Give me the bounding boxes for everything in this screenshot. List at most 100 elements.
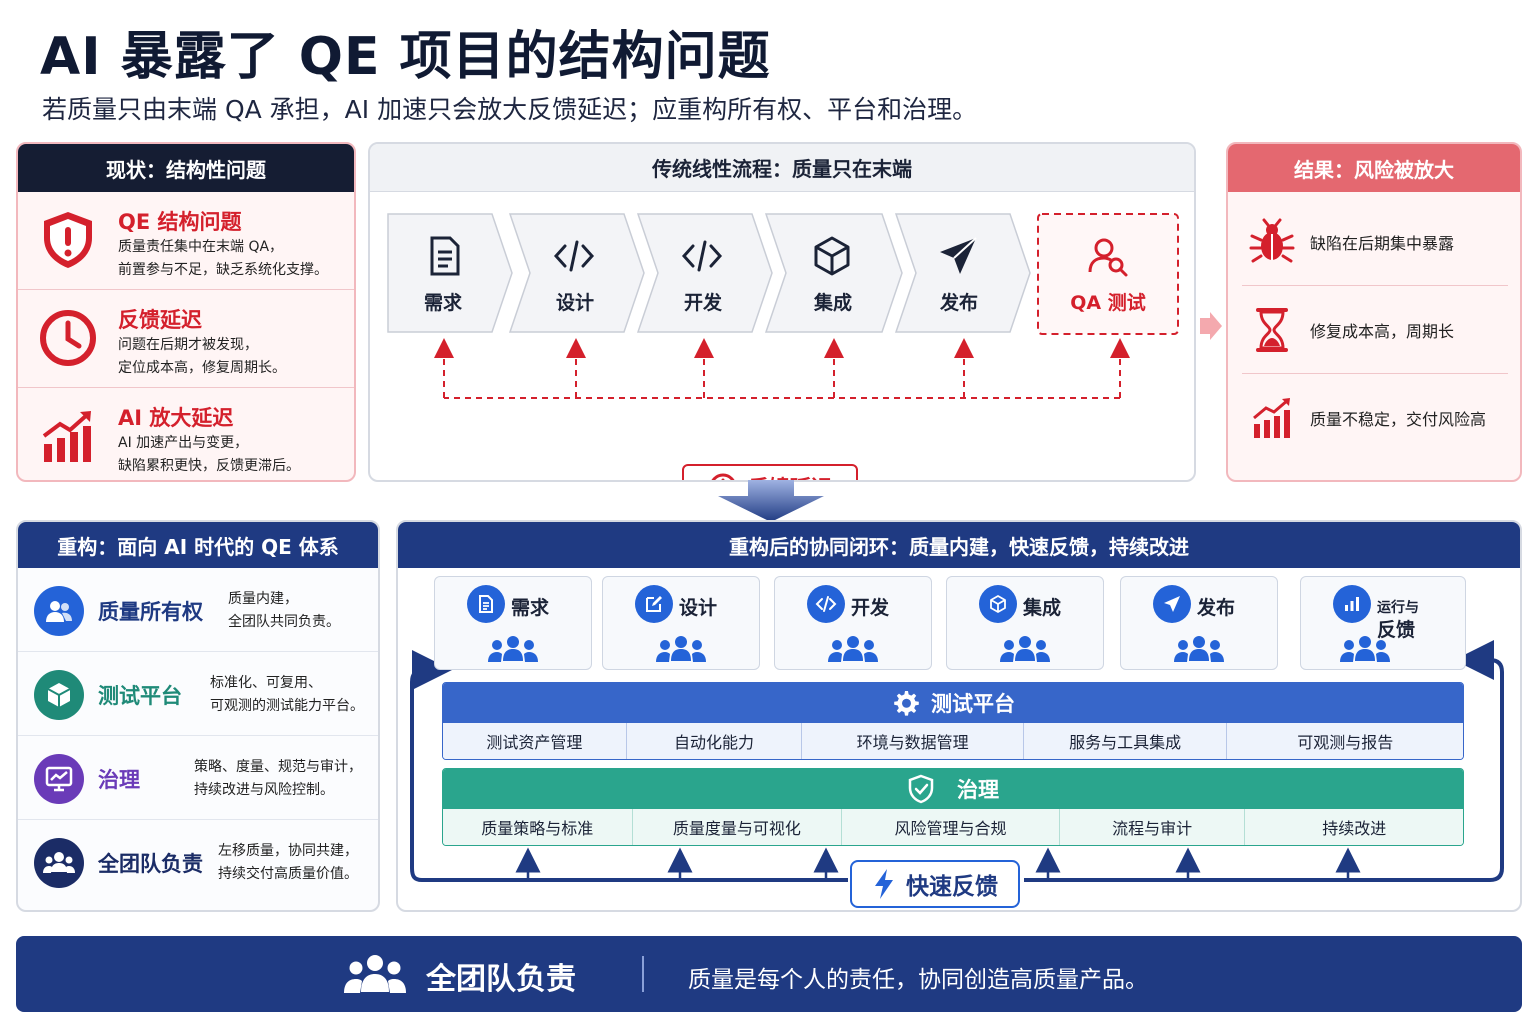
loop-stage: 开发 <box>774 576 932 670</box>
pillar-name: 全团队负责 <box>98 852 203 876</box>
monitor-chart-icon <box>34 754 84 804</box>
loop-arrows <box>410 640 1504 882</box>
gear-icon <box>894 691 919 716</box>
status-panel: 现状：结构性问题 QE 结构问题 质量责任集中在末端 QA， 前置参与不足，缺乏… <box>16 142 356 482</box>
flow-diagram <box>387 213 1179 399</box>
team-icon <box>656 636 706 662</box>
pillar-item: 治理 策略、度量、规范与审计， 持续改进与风险控制。 <box>18 738 378 820</box>
team-icon <box>828 636 878 662</box>
document-icon <box>467 585 505 623</box>
status-panel-heading: 现状：结构性问题 <box>18 144 354 192</box>
pink-arrow-icon <box>1200 312 1222 340</box>
user-search-icon <box>1088 238 1128 277</box>
pillar-item: 全团队负责 左移质量，协同共建， 持续交付高质量价值。 <box>18 822 378 908</box>
fast-feedback-badge: 快速反馈 <box>850 860 1020 908</box>
loop-panel: 重构后的协同闭环：质量内建，快速反馈，持续改进 需求 设计 <box>396 520 1522 912</box>
feedback-delay-label: 反馈延迟 <box>748 472 832 480</box>
loop-panel-heading: 重构后的协同闭环：质量内建，快速反馈，持续改进 <box>398 522 1520 568</box>
rebuild-panel: 重构：面向 AI 时代的 QE 体系 质量所有权 质量内建， 全团队共同负责。 … <box>16 520 380 912</box>
loop-stage-label: 发布 <box>1197 597 1236 619</box>
problem-item: QE 结构问题 质量责任集中在末端 QA， 前置参与不足，缺乏系统化支撑。 <box>18 192 354 290</box>
flow-step-label: 集成 <box>813 292 852 314</box>
team-icon <box>488 636 538 662</box>
footer-divider <box>642 956 644 992</box>
team-icon <box>1174 636 1224 662</box>
hourglass-icon <box>1256 308 1288 352</box>
qa-step-shape <box>1037 213 1179 335</box>
loop-stage: 运行与 反馈 <box>1300 576 1466 670</box>
result-item: 质量不稳定，交付风险高 <box>1242 374 1508 462</box>
loop-stage-label: 开发 <box>851 597 890 619</box>
linear-flow-panel: 传统线性流程：质量只在末端 <box>368 142 1196 482</box>
flow-step-shape <box>508 213 645 333</box>
pillar-description: 策略、度量、规范与审计， 持续改进与风险控制。 <box>194 759 362 798</box>
governance-cell: 流程与审计 <box>1060 809 1246 845</box>
problem-item: 反馈延迟 问题在后期才被发现， 定位成本高，修复周期长。 <box>18 290 354 388</box>
rebuild-panel-heading: 重构：面向 AI 时代的 QE 体系 <box>18 522 378 568</box>
flow-step-label: 需求 <box>423 292 462 314</box>
send-icon <box>940 237 977 274</box>
governance-cell: 风险管理与合规 <box>842 809 1060 845</box>
result-panel-heading: 结果：风险被放大 <box>1228 144 1520 192</box>
governance-cell: 持续改进 <box>1322 819 1387 838</box>
test-platform-band: 测试平台 测试资产管理 自动化能力 环境与数据管理 服务与工具集成 可观测与报告 <box>442 682 1464 760</box>
page-title: AI 暴露了 QE 项目的结构问题 <box>40 27 771 87</box>
loop-stage: 发布 <box>1120 576 1278 670</box>
test-platform-header: 测试平台 <box>443 683 1463 723</box>
pillar-name: 治理 <box>98 768 140 792</box>
loop-stage-label: 集成 <box>1023 597 1062 619</box>
team-icon <box>1000 636 1050 662</box>
code-icon <box>681 240 723 272</box>
clock-icon <box>40 310 96 366</box>
users-icon <box>34 586 84 636</box>
document-icon <box>430 236 460 276</box>
fast-feedback-label: 快速反馈 <box>906 874 998 900</box>
pillar-name: 质量所有权 <box>98 600 203 624</box>
bug-icon <box>1249 218 1295 263</box>
footer-bar: 全团队负责 质量是每个人的责任，协同创造高质量产品。 <box>16 936 1522 1012</box>
result-text: 质量不稳定，交付风险高 <box>1310 410 1487 429</box>
pillar-description: 标准化、可复用、 可观测的测试能力平台。 <box>210 675 364 714</box>
flow-step-shape <box>894 213 1031 333</box>
team-icon <box>34 838 84 888</box>
governance-band: 治理 质量策略与标准 质量度量与可视化 风险管理与合规 流程与审计 持续改进 <box>442 768 1464 846</box>
flow-step-shape <box>636 213 773 333</box>
code-icon <box>553 240 595 272</box>
problem-description: AI 加速产出与变更， 缺陷累积更快，反馈更滞后。 <box>118 435 300 474</box>
shield-check-icon <box>908 774 934 804</box>
platform-cell: 环境与数据管理 <box>802 723 1024 759</box>
bar-chart-up-icon <box>1253 398 1290 438</box>
code-icon <box>807 585 845 623</box>
problem-title: 反馈延迟 <box>118 308 202 332</box>
loop-stage-label: 运行与 反馈 <box>1377 600 1419 641</box>
loop-stage-label: 需求 <box>511 597 550 619</box>
flow-step-label: 开发 <box>683 292 722 314</box>
cube-icon <box>814 236 850 276</box>
team-icon <box>1340 636 1390 662</box>
platform-cell: 服务与工具集成 <box>1024 723 1228 759</box>
platform-cell: 测试资产管理 <box>443 723 627 759</box>
page-subtitle: 若质量只由末端 QA 承担，AI 加速只会放大反馈延迟；应重构所有权、平台和治理… <box>42 95 978 124</box>
result-text: 修复成本高，周期长 <box>1310 322 1455 341</box>
governance-cell: 质量度量与可视化 <box>633 809 843 845</box>
problem-description: 质量责任集中在末端 QA， 前置参与不足，缺乏系统化支撑。 <box>118 239 328 278</box>
result-item: 修复成本高，周期长 <box>1242 286 1508 374</box>
result-text: 缺陷在后期集中暴露 <box>1310 234 1455 253</box>
box-icon <box>34 670 84 720</box>
send-icon <box>1153 585 1191 623</box>
pillar-item: 测试平台 标准化、可复用、 可观测的测试能力平台。 <box>18 654 378 736</box>
bar-chart-icon <box>1333 585 1371 623</box>
loop-stage: 设计 <box>602 576 760 670</box>
governance-header: 治理 <box>443 769 1463 809</box>
footer-title: 全团队负责 <box>426 962 576 997</box>
linear-flow-heading: 传统线性流程：质量只在末端 <box>370 144 1194 192</box>
footer-description: 质量是每个人的责任，协同创造高质量产品。 <box>688 967 1148 993</box>
pillar-description: 质量内建， 全团队共同负责。 <box>228 591 340 630</box>
platform-cell: 自动化能力 <box>627 723 803 759</box>
problem-title: QE 结构问题 <box>118 210 242 234</box>
loop-stage: 集成 <box>946 576 1104 670</box>
feedback-delay-badge: 反馈延迟 <box>682 464 858 480</box>
shield-alert-icon <box>44 212 92 268</box>
governance-cell: 质量策略与标准 <box>443 809 633 845</box>
lightning-icon <box>875 869 893 899</box>
